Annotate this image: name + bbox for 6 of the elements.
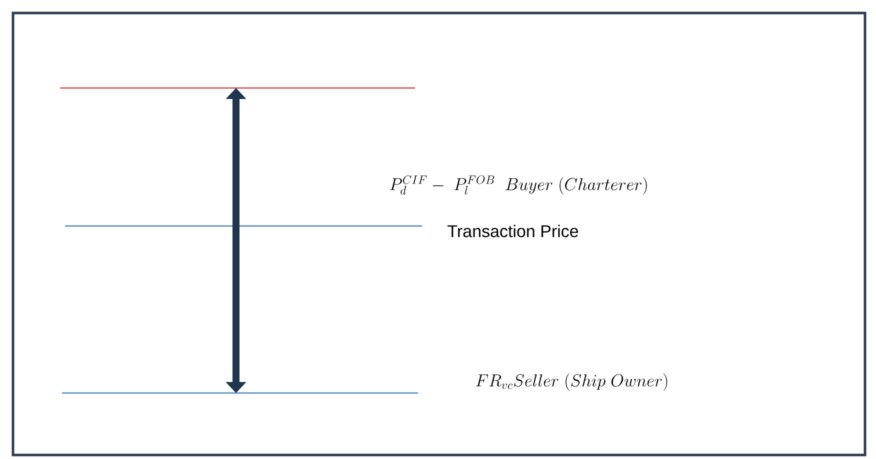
formula-label: $P_d^{CIF} -\; P_l^{FOB}\;\; Buyer\ (Charterer)$ — [390, 175, 647, 194]
line-label: Transaction Price — [448, 224, 578, 238]
horizontal-line — [60, 87, 415, 89]
horizontal-line — [62, 392, 418, 394]
formula-label: $FR_{vc}Seller\ (Ship\ Owner)$ — [476, 373, 668, 391]
horizontal-line — [65, 225, 422, 227]
